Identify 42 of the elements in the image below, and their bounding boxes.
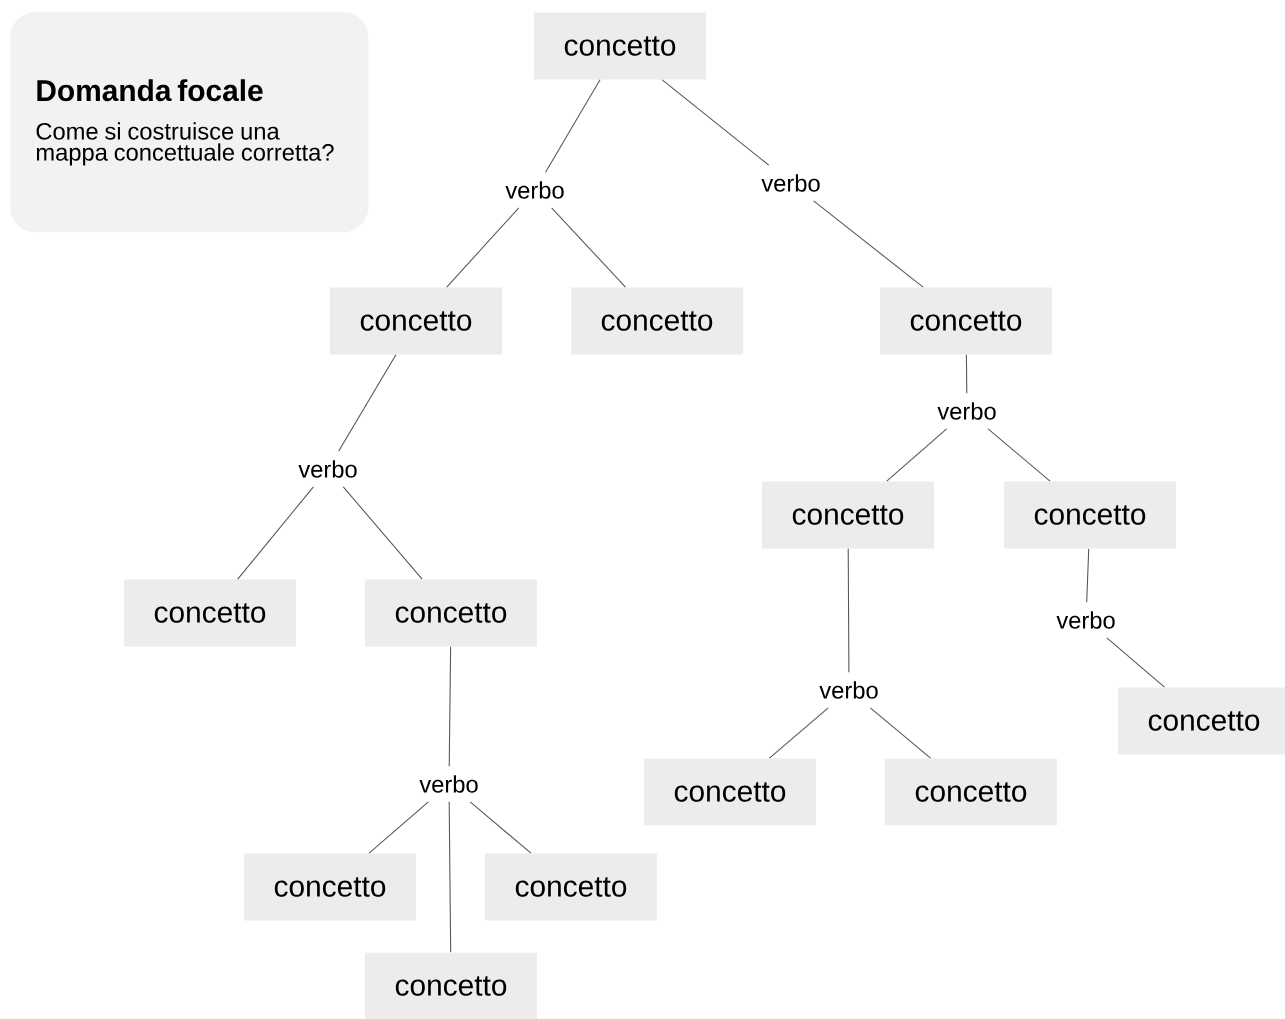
connector-line bbox=[368, 801, 429, 854]
connector-line bbox=[869, 707, 932, 759]
linking-word: verbo bbox=[819, 681, 878, 699]
connector-line bbox=[768, 707, 829, 759]
concept-box: concetto bbox=[885, 758, 1057, 826]
linking-word: verbo bbox=[298, 460, 357, 478]
connector-line bbox=[448, 646, 452, 767]
connector-line bbox=[545, 79, 601, 173]
connector-line bbox=[813, 200, 924, 288]
concept-box: concetto bbox=[644, 758, 816, 826]
linking-word: verbo bbox=[505, 181, 564, 199]
concept-box: concetto bbox=[534, 12, 706, 80]
connector-line bbox=[551, 207, 626, 288]
concept-box: concetto bbox=[485, 853, 657, 921]
connector-line bbox=[886, 428, 948, 482]
concept-box: concetto bbox=[124, 579, 296, 647]
connector-line bbox=[1106, 637, 1165, 688]
connector-line bbox=[1086, 548, 1090, 603]
connector-line bbox=[338, 354, 397, 452]
connector-line bbox=[446, 207, 520, 288]
linking-word: verbo bbox=[761, 174, 820, 192]
linking-word: verbo bbox=[937, 402, 996, 420]
linking-word: verbo bbox=[419, 775, 478, 793]
concept-box: concetto bbox=[880, 287, 1052, 355]
connector-line bbox=[965, 354, 968, 394]
concept-box: concetto bbox=[330, 287, 502, 355]
connector-line bbox=[469, 801, 532, 854]
connector-line bbox=[342, 486, 423, 580]
concept-box: concetto bbox=[365, 952, 537, 1019]
concept-box: concetto bbox=[571, 287, 743, 355]
concept-box: concetto bbox=[1118, 687, 1285, 755]
concept-box: concetto bbox=[762, 481, 934, 549]
linking-word: verbo bbox=[1056, 611, 1115, 629]
connector-line bbox=[847, 548, 850, 673]
focal-question-card: Domanda focale Come si costruisce una mappa concettuale corretta? bbox=[10, 12, 369, 233]
concept-box: concetto bbox=[244, 853, 416, 921]
connector-line bbox=[237, 486, 314, 580]
connector-line bbox=[987, 428, 1051, 482]
concept-box: concetto bbox=[1004, 481, 1176, 549]
connector-line bbox=[661, 79, 770, 166]
concept-box: concetto bbox=[365, 579, 537, 647]
connector-line bbox=[448, 801, 452, 953]
